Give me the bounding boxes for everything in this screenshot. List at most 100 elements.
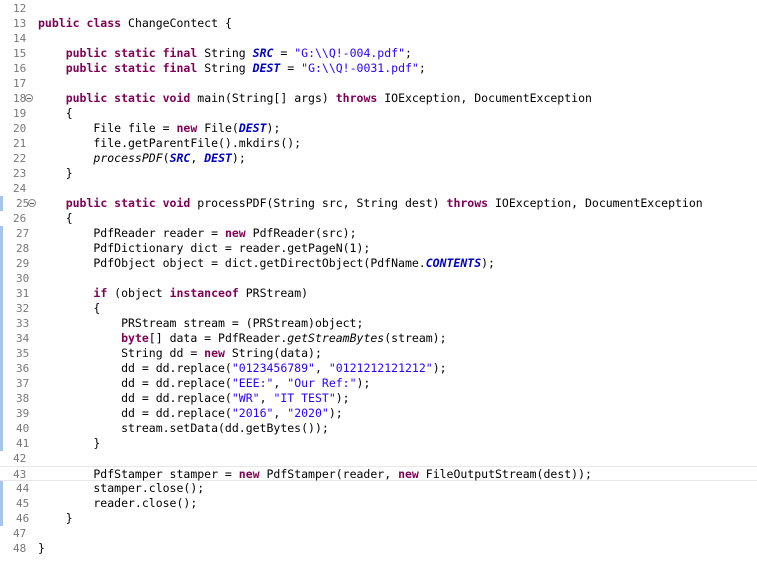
code-line[interactable]: 39 dd = dd.replace("2016", "2020"); <box>0 406 757 421</box>
line-number: 17 <box>13 77 27 90</box>
code-line[interactable]: 18 public static void main(String[] args… <box>0 91 757 106</box>
line-number: 46 <box>16 512 30 525</box>
code-line[interactable]: 21 file.getParentFile().mkdirs(); <box>0 136 757 151</box>
code-line[interactable]: 32 { <box>0 301 757 316</box>
code-token: String(data); <box>231 346 322 360</box>
code-line[interactable]: 38 dd = dd.replace("WR", "IT TEST"); <box>0 391 757 406</box>
code-text: PRStream stream = (PRStream)object; <box>38 316 363 331</box>
code-token: public static final <box>65 46 205 60</box>
collapse-fold-icon[interactable] <box>25 94 33 102</box>
code-line[interactable]: 22 processPDF(SRC, DEST); <box>0 151 757 166</box>
code-token: "IT TEST" <box>273 391 336 405</box>
code-line[interactable]: 30 <box>0 271 757 286</box>
code-token: ; <box>405 46 412 60</box>
code-line[interactable]: 26 { <box>0 211 757 226</box>
code-token: dd = dd.replace( <box>38 391 232 405</box>
line-gutter: 20 <box>0 121 36 136</box>
code-line[interactable]: 25 public static void processPDF(String … <box>0 196 757 211</box>
line-number: 44 <box>16 482 30 495</box>
code-token: processPDF <box>93 151 163 165</box>
code-token: PdfObject object = dict.getDirectObject(… <box>38 256 426 270</box>
code-line[interactable]: 17 <box>0 76 757 91</box>
code-text: byte[] data = PdfReader.getStreamBytes(s… <box>38 331 446 346</box>
code-token: String dd = <box>38 346 205 360</box>
code-line[interactable]: 41 } <box>0 436 757 451</box>
line-number: 14 <box>13 32 27 45</box>
code-line[interactable]: 35 String dd = new String(data); <box>0 346 757 361</box>
code-line[interactable]: 12 <box>0 1 757 16</box>
line-gutter: 42 <box>0 451 36 466</box>
code-line[interactable]: 40 stream.setData(dd.getBytes()); <box>0 421 757 436</box>
code-line[interactable]: 44 stamper.close(); <box>0 481 757 496</box>
code-line[interactable]: 47 <box>0 526 757 541</box>
code-line[interactable]: 20 File file = new File(DEST); <box>0 121 757 136</box>
collapse-fold-icon[interactable] <box>28 199 36 207</box>
line-gutter: 12 <box>0 1 36 16</box>
code-text: PdfObject object = dict.getDirectObject(… <box>38 256 495 271</box>
code-line[interactable]: 42 <box>0 451 757 466</box>
line-number: 42 <box>13 452 27 465</box>
code-text: stream.setData(dd.getBytes()); <box>38 421 329 436</box>
line-number: 47 <box>13 527 27 540</box>
code-token: public static void <box>65 91 198 105</box>
code-token: "G:\\Q!-0031.pdf" <box>301 61 419 75</box>
code-line[interactable]: 23 } <box>0 166 757 181</box>
code-token: stamper.close(); <box>38 481 205 495</box>
line-number: 34 <box>16 332 30 345</box>
code-token: "0123456789" <box>231 361 315 375</box>
code-line[interactable]: 24 <box>0 181 757 196</box>
code-token: public static void <box>65 196 198 210</box>
code-token: ); <box>432 361 447 375</box>
code-line[interactable]: 31 if (object instanceof PRStream) <box>0 286 757 301</box>
code-line[interactable]: 28 PdfDictionary dict = reader.getPageN(… <box>0 241 757 256</box>
code-token: "WR" <box>231 391 260 405</box>
code-token: "Our Ref:" <box>287 376 357 390</box>
code-line[interactable]: 14 <box>0 31 757 46</box>
code-token: PdfReader reader = <box>38 226 225 240</box>
code-token: , <box>259 391 274 405</box>
code-line[interactable]: 43 PdfStamper stamper = new PdfStamper(r… <box>0 466 757 481</box>
code-token: new <box>204 346 232 360</box>
code-line[interactable]: 46 } <box>0 511 757 526</box>
code-token: , <box>314 361 329 375</box>
code-line[interactable]: 36 dd = dd.replace("0123456789", "012121… <box>0 361 757 376</box>
code-token: throws <box>446 196 495 210</box>
line-gutter: 46 <box>0 511 36 526</box>
line-number: 38 <box>16 392 30 405</box>
code-token: processPDF(String src, String dest) <box>197 196 447 210</box>
code-line[interactable]: 48} <box>0 541 757 556</box>
line-gutter: 27 <box>0 226 36 241</box>
code-line[interactable]: 45 reader.close(); <box>0 496 757 511</box>
code-line[interactable]: 34 byte[] data = PdfReader.getStreamByte… <box>0 331 757 346</box>
line-number: 45 <box>16 497 30 510</box>
code-token: ); <box>231 151 246 165</box>
code-line[interactable]: 37 dd = dd.replace("EEE:", "Our Ref:"); <box>0 376 757 391</box>
code-token: String <box>204 46 253 60</box>
code-line[interactable]: 27 PdfReader reader = new PdfReader(src)… <box>0 226 757 241</box>
code-line[interactable]: 29 PdfObject object = dict.getDirectObje… <box>0 256 757 271</box>
code-line[interactable]: 19 { <box>0 106 757 121</box>
code-token: , <box>273 376 288 390</box>
code-token: DEST <box>238 121 267 135</box>
line-gutter: 45 <box>0 496 36 511</box>
line-gutter: 38 <box>0 391 36 406</box>
line-number: 16 <box>13 62 27 75</box>
code-token: (object <box>114 286 170 300</box>
code-token: throws <box>335 91 385 105</box>
code-text: String dd = new String(data); <box>38 346 322 361</box>
line-number: 18 <box>13 92 27 105</box>
code-line[interactable]: 15 public static final String SRC = "G:\… <box>0 46 757 61</box>
line-number: 15 <box>13 47 27 60</box>
code-line[interactable]: 33 PRStream stream = (PRStream)object; <box>0 316 757 331</box>
code-token: ( <box>162 151 170 165</box>
line-gutter: 18 <box>0 91 36 106</box>
line-gutter: 44 <box>0 481 36 496</box>
code-token: "G:\\Q!-004.pdf" <box>294 46 405 60</box>
code-line[interactable]: 16 public static final String DEST = "G:… <box>0 61 757 76</box>
code-text: reader.close(); <box>38 496 197 511</box>
code-token: PdfReader(src); <box>252 226 357 240</box>
code-token: if <box>93 286 115 300</box>
code-token: = <box>280 61 302 75</box>
